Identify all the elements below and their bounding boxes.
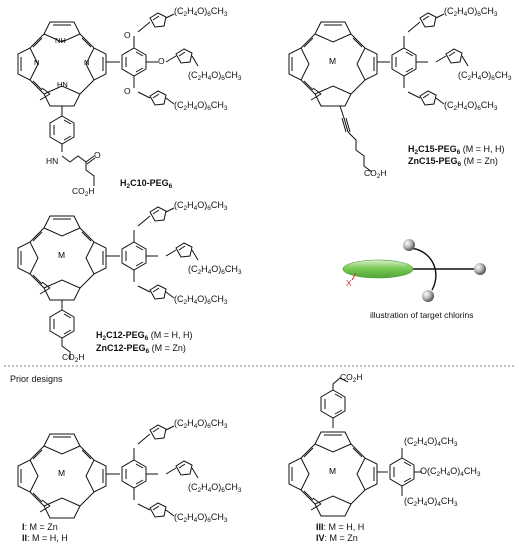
s1-n-right: N — [84, 58, 90, 67]
s4-peg-bottom: (C2H4O)6CH3 — [174, 512, 228, 524]
structure-h2c10-peg6 — [17, 12, 199, 186]
illustration-caption: illustration of target chlorins — [370, 310, 474, 320]
s5-label-line1: III: M = H, H — [316, 522, 365, 532]
s4-peg-mid: (C2H4O)6CH3 — [188, 482, 242, 494]
s1-amide-hn: HN — [46, 156, 59, 166]
s4-label-line1: I: M = Zn — [22, 522, 58, 532]
s4-metal: M — [58, 468, 66, 478]
s4-label-line2: II: M = H, H — [22, 533, 68, 543]
s2-metal: M — [329, 56, 337, 66]
s3-name-line1: H2C12-PEG6 (M = H, H) — [96, 330, 193, 342]
s5-peg-mid: O(C2H4O)4CH3 — [420, 466, 481, 478]
s2-co2h: CO2H — [364, 168, 387, 180]
chlorin-disk-shape — [342, 259, 414, 279]
s1-o-mid: O — [158, 56, 165, 66]
illustration-target-chlorins — [342, 239, 486, 302]
s1-name: H2C10-PEG6 — [120, 178, 173, 190]
prior-designs-heading: Prior designs — [10, 374, 63, 384]
s5-peg-bottom: (C2H4O)4CH3 — [404, 496, 458, 508]
s3-peg-top: (C2H4O)6CH3 — [174, 200, 228, 212]
structure-h2c12-peg6 — [17, 206, 199, 360]
s1-peg-bottom: (C2H4O)6CH3 — [174, 100, 228, 112]
peg-sphere-top — [403, 239, 415, 251]
s5-metal: M — [329, 466, 337, 476]
s2-peg-bottom: (C2H4O)6CH3 — [444, 100, 498, 112]
peg-sphere-bottom — [422, 290, 434, 302]
s3-metal: M — [58, 250, 66, 260]
s1-o-bottom: O — [124, 86, 131, 96]
s5-label-line2: IV: M = Zn — [316, 533, 358, 543]
s1-amide-o: O — [94, 150, 101, 160]
s2-peg-mid: (C2H4O)6CH3 — [458, 70, 512, 82]
s1-peg-top: (C2H4O)6CH3 — [174, 6, 228, 18]
s3-name-line2: ZnC12-PEG6 (M = Zn) — [96, 343, 186, 355]
s1-co2h: CO2H — [72, 186, 95, 198]
s1-nh-top: NH — [55, 36, 66, 45]
structure-prior-i-ii — [17, 424, 199, 519]
s3-peg-bottom: (C2H4O)6CH3 — [174, 294, 228, 306]
s1-o-top: O — [124, 30, 131, 40]
s5-peg-top: (C2H4O)4CH3 — [404, 436, 458, 448]
s3-peg-mid: (C2H4O)6CH3 — [188, 264, 242, 276]
s2-name-line2: ZnC15-PEG6 (M = Zn) — [408, 156, 498, 168]
illustration-x-label: X — [346, 278, 352, 288]
s2-peg-top: (C2H4O)6CH3 — [444, 6, 498, 18]
s3-co2h: CO2H — [62, 352, 85, 364]
s4-peg-top: (C2H4O)6CH3 — [174, 418, 228, 430]
s2-name-line1: H2C15-PEG6 (M = H, H) — [408, 144, 505, 156]
structure-prior-iii-iv — [288, 377, 422, 517]
s1-peg-mid: (C2H4O)6CH3 — [188, 70, 242, 82]
peg-sphere-right — [474, 263, 486, 275]
s1-hn-bottom: HN — [57, 80, 68, 89]
structure-h2c15-peg6 — [288, 12, 469, 173]
s5-co2h: CO2H — [340, 372, 363, 384]
s1-n-left: N — [34, 58, 40, 67]
